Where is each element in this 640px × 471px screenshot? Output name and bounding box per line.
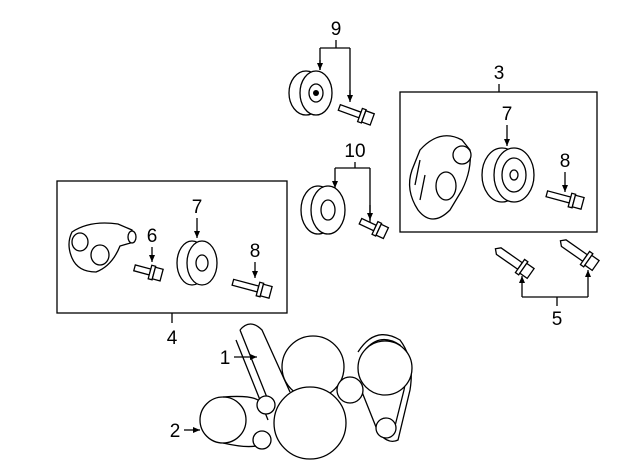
callout-10: 10 <box>332 141 373 222</box>
callout-9: 9 <box>317 19 353 102</box>
assembly-box-4: 4 6 7 8 <box>56 180 288 349</box>
bolt-icon <box>337 103 376 126</box>
callout-9-bracket <box>319 40 351 100</box>
callout-6-label: 6 <box>147 226 158 247</box>
callout-4-label: 4 <box>167 328 178 349</box>
callout-5: 5 <box>494 239 600 330</box>
callout-1-label: 1 <box>220 348 231 369</box>
idler-pulley-icon <box>300 185 346 235</box>
callout-3-label: 3 <box>494 63 505 84</box>
bolt-icon <box>358 217 390 240</box>
callout-7-left-label: 7 <box>192 197 203 218</box>
assembly-box-3: 3 7 8 <box>399 63 598 233</box>
callout-10-label: 10 <box>344 141 365 162</box>
bolt-icon <box>132 264 164 282</box>
callout-8-left-label: 8 <box>250 241 261 262</box>
callout-7-top-label: 7 <box>502 104 513 125</box>
callout-9-label: 9 <box>331 19 342 40</box>
tensioner-pulley-icon <box>176 240 218 286</box>
bolt-icon <box>231 278 273 299</box>
bolt-icon <box>559 239 600 272</box>
callout-8-top-label: 8 <box>560 151 571 172</box>
belt-tensioner-icon <box>68 222 137 273</box>
bolt-icon <box>545 190 585 210</box>
serpentine-belt-icon <box>199 323 413 460</box>
belt-tensioner-icon <box>408 135 472 220</box>
bolt-icon <box>494 247 535 280</box>
idler-pulley-icon <box>288 70 333 116</box>
callout-5-label: 5 <box>552 309 563 330</box>
tensioner-pulley-icon <box>481 147 535 203</box>
callout-2-label: 2 <box>170 421 181 442</box>
